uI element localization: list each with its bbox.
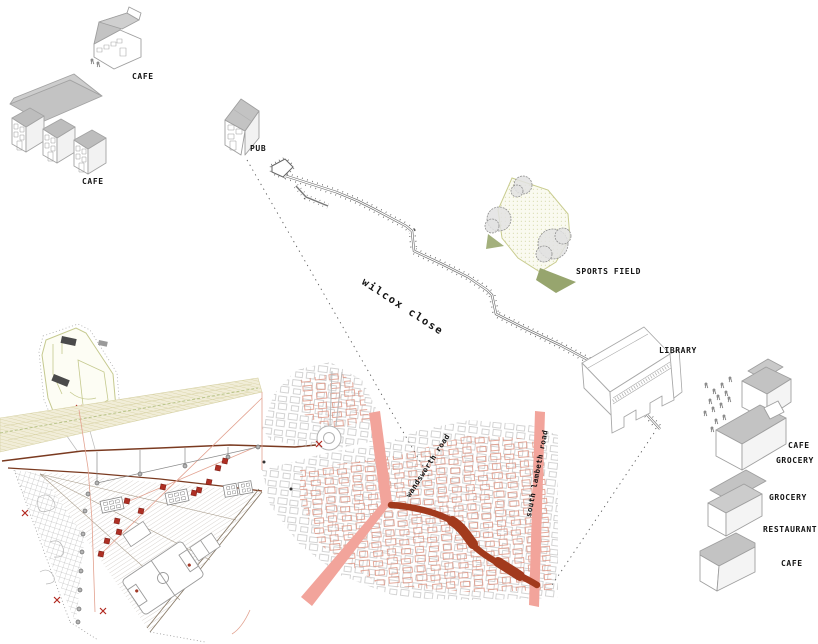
cafe-top-building [90, 6, 142, 70]
route-bulge [447, 516, 525, 581]
library-building [581, 326, 683, 434]
red-x-icon [21, 509, 29, 517]
label-cafe-terrace: CAFE [82, 177, 104, 186]
dashed-line-pub-to-road [246, 159, 430, 478]
field-shadow [486, 234, 504, 249]
cafe-terrace-building [9, 73, 107, 175]
red-x-icon [53, 596, 61, 604]
label-grocery-lower: GROCERY [769, 493, 807, 502]
terrace-unit [42, 118, 76, 164]
pub-building [224, 98, 260, 156]
small-court [189, 532, 221, 562]
red-x-icon [99, 607, 107, 615]
field-shadow [536, 268, 576, 293]
strip-head [269, 156, 297, 180]
footprint-buildings [99, 480, 254, 514]
sports-field [484, 175, 576, 293]
shop-cafe-bottom [699, 532, 756, 592]
small-court-2 [122, 520, 152, 548]
label-library: LIBRARY [659, 346, 697, 355]
label-cafe-right: CAFE [788, 441, 810, 450]
strip-spur [293, 184, 330, 209]
terrace-unit [73, 129, 107, 175]
roundabout [316, 370, 343, 451]
label-sports-field: SPORTS FIELD [576, 267, 641, 276]
label-cafe-bottom: CAFE [781, 559, 803, 568]
wandsworth-road-shape [301, 411, 392, 606]
label-pub: PUB [250, 144, 267, 153]
hatched-wedge [21, 392, 323, 643]
railway-band [0, 377, 263, 453]
terrace-unit [11, 107, 45, 153]
shops-row [699, 358, 792, 592]
dashed-line-library-to-road [549, 432, 655, 589]
label-cafe-top: CAFE [132, 72, 154, 81]
street-map [262, 362, 558, 607]
park-building-icon [51, 336, 108, 387]
label-restaurant: RESTAURANT [763, 525, 818, 534]
tree-icon [484, 175, 572, 263]
map-buildings-salmon-upper [300, 372, 370, 430]
shop-grocery-upper [715, 400, 787, 471]
site-boundary-upper [1, 444, 317, 462]
south-lambeth-road-shape [529, 411, 545, 607]
label-grocery-upper: GROCERY [776, 456, 814, 465]
football-pitch [122, 541, 204, 615]
shop-grocery-restaurant [707, 469, 767, 537]
